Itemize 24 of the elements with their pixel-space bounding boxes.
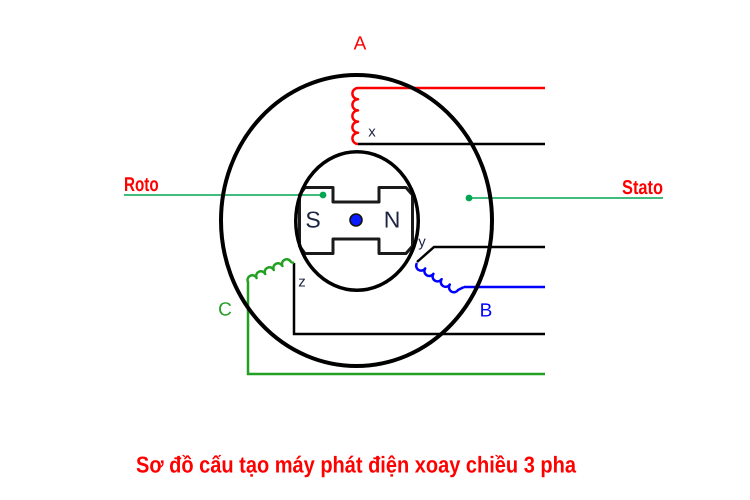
rotor-circle — [294, 150, 420, 292]
pole-label: S — [305, 208, 321, 232]
wire — [246, 285, 545, 376]
wire — [416, 246, 545, 263]
wire — [358, 142, 545, 146]
magnet-core — [298, 186, 414, 255]
wire — [358, 86, 545, 90]
terminal-label: x — [368, 124, 376, 140]
stator-circle — [219, 73, 494, 368]
pole-label: N — [384, 208, 400, 232]
caption: Sơ đồ cấu tạo máy phát điện xoay chiều 3 pha — [136, 454, 576, 476]
part-label: Roto — [124, 175, 159, 195]
part-label: Stato — [622, 178, 663, 198]
phase-label: C — [218, 300, 232, 320]
leader-line — [124, 192, 326, 198]
phase-label: A — [354, 34, 366, 54]
leader-line — [466, 194, 663, 202]
terminal-label: y — [418, 234, 426, 250]
wire — [292, 263, 545, 336]
winding-coil — [244, 257, 294, 285]
phase-label: B — [480, 302, 492, 320]
terminal-label: z — [298, 274, 306, 290]
winding-coil — [413, 262, 464, 296]
wire — [464, 286, 545, 288]
